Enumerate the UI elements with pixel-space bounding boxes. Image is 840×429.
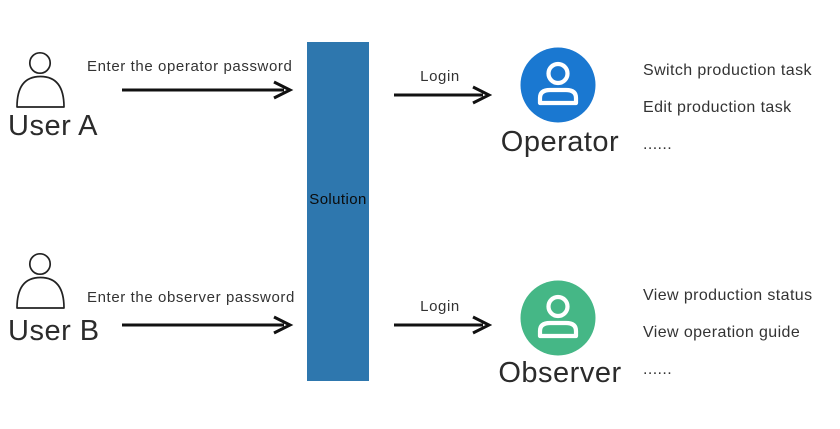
- user-a-label: User A: [8, 110, 99, 142]
- solution-box: Solution: [307, 42, 369, 381]
- permission-item: ......: [643, 361, 673, 378]
- permission-item: Edit production task: [643, 99, 792, 116]
- user-a-icon: [16, 51, 65, 108]
- arrow-solution-to-operator: [394, 85, 492, 105]
- permission-item: View operation guide: [643, 324, 801, 341]
- user-b-label: User B: [8, 315, 100, 347]
- solution-label: Solution: [309, 191, 367, 208]
- arrow-solution-to-observer: [394, 315, 492, 335]
- password-instruction-b: Enter the observer password: [87, 289, 295, 306]
- operator-label: Operator: [500, 126, 620, 158]
- permission-item: View production status: [643, 287, 813, 304]
- observer-avatar-icon: [520, 280, 596, 356]
- permission-item: ......: [643, 136, 673, 153]
- arrow-user-b-to-solution: [122, 315, 294, 335]
- arrow-user-a-to-solution: [122, 80, 294, 100]
- login-label-b: Login: [420, 298, 460, 315]
- observer-permissions: View production status View operation gu…: [643, 288, 813, 378]
- permission-item: Switch production task: [643, 62, 812, 79]
- operator-permissions: Switch production task Edit production t…: [643, 63, 812, 153]
- observer-label: Observer: [498, 357, 622, 389]
- operator-avatar-icon: [520, 47, 596, 123]
- user-b-icon: [16, 252, 65, 309]
- password-instruction-a: Enter the operator password: [87, 58, 293, 75]
- login-label-a: Login: [420, 68, 460, 85]
